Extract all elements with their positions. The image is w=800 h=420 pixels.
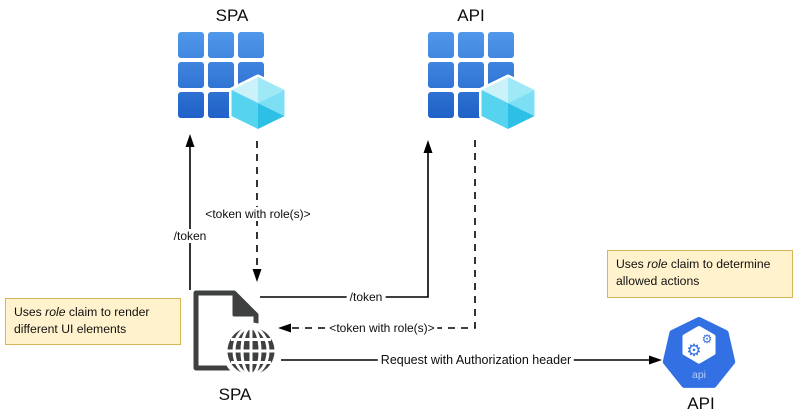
edge-label-api-token-request: /token bbox=[346, 290, 386, 304]
note-text: claim to determine allowed actions bbox=[616, 257, 771, 288]
edge-label-api-call: Request with Authorization header bbox=[377, 353, 575, 367]
gear-icon: ⚙ bbox=[702, 332, 713, 346]
edge-spa-token-request-arrow bbox=[185, 134, 195, 290]
api-badge-text: api bbox=[692, 369, 706, 381]
api-app-registration-icon bbox=[428, 32, 537, 132]
globe-icon bbox=[222, 322, 280, 380]
gear-icon: ⚙ bbox=[686, 341, 701, 361]
spa-app-registration-icon bbox=[178, 32, 287, 132]
note-api-role-claim: Uses role claim to determine allowed act… bbox=[607, 250, 793, 298]
api-kubernetes-icon: ⚙ ⚙ api bbox=[662, 317, 736, 388]
note-emphasis: role bbox=[45, 305, 66, 319]
note-text: Uses bbox=[616, 257, 648, 271]
edge-spa-token-response-arrow bbox=[252, 141, 262, 282]
spa-document-icon bbox=[193, 290, 280, 380]
badge-hexagon bbox=[682, 326, 716, 364]
document-fold bbox=[232, 291, 258, 317]
edge-api-token-response-arrow bbox=[278, 140, 476, 333]
spa-registration-title: SPA bbox=[215, 6, 249, 25]
api-service-label: API bbox=[687, 394, 715, 413]
edge-label-api-token-response: <token with role(s)> bbox=[326, 321, 438, 335]
cube-icon bbox=[229, 74, 287, 132]
edge-label-spa-token-request: /token bbox=[170, 229, 210, 243]
api-registration-title: API bbox=[457, 6, 485, 25]
note-emphasis: role bbox=[647, 257, 668, 271]
spa-client-label: SPA bbox=[218, 385, 252, 404]
note-text: claim to render different UI elements bbox=[14, 305, 150, 336]
edge-label-spa-token-response: <token with role(s)> bbox=[202, 207, 314, 221]
cube-icon bbox=[479, 74, 537, 132]
note-text: Uses bbox=[14, 305, 46, 319]
edge-api-token-request-arrow bbox=[260, 140, 433, 298]
note-spa-role-claim: Uses role claim to render different UI e… bbox=[5, 298, 181, 345]
